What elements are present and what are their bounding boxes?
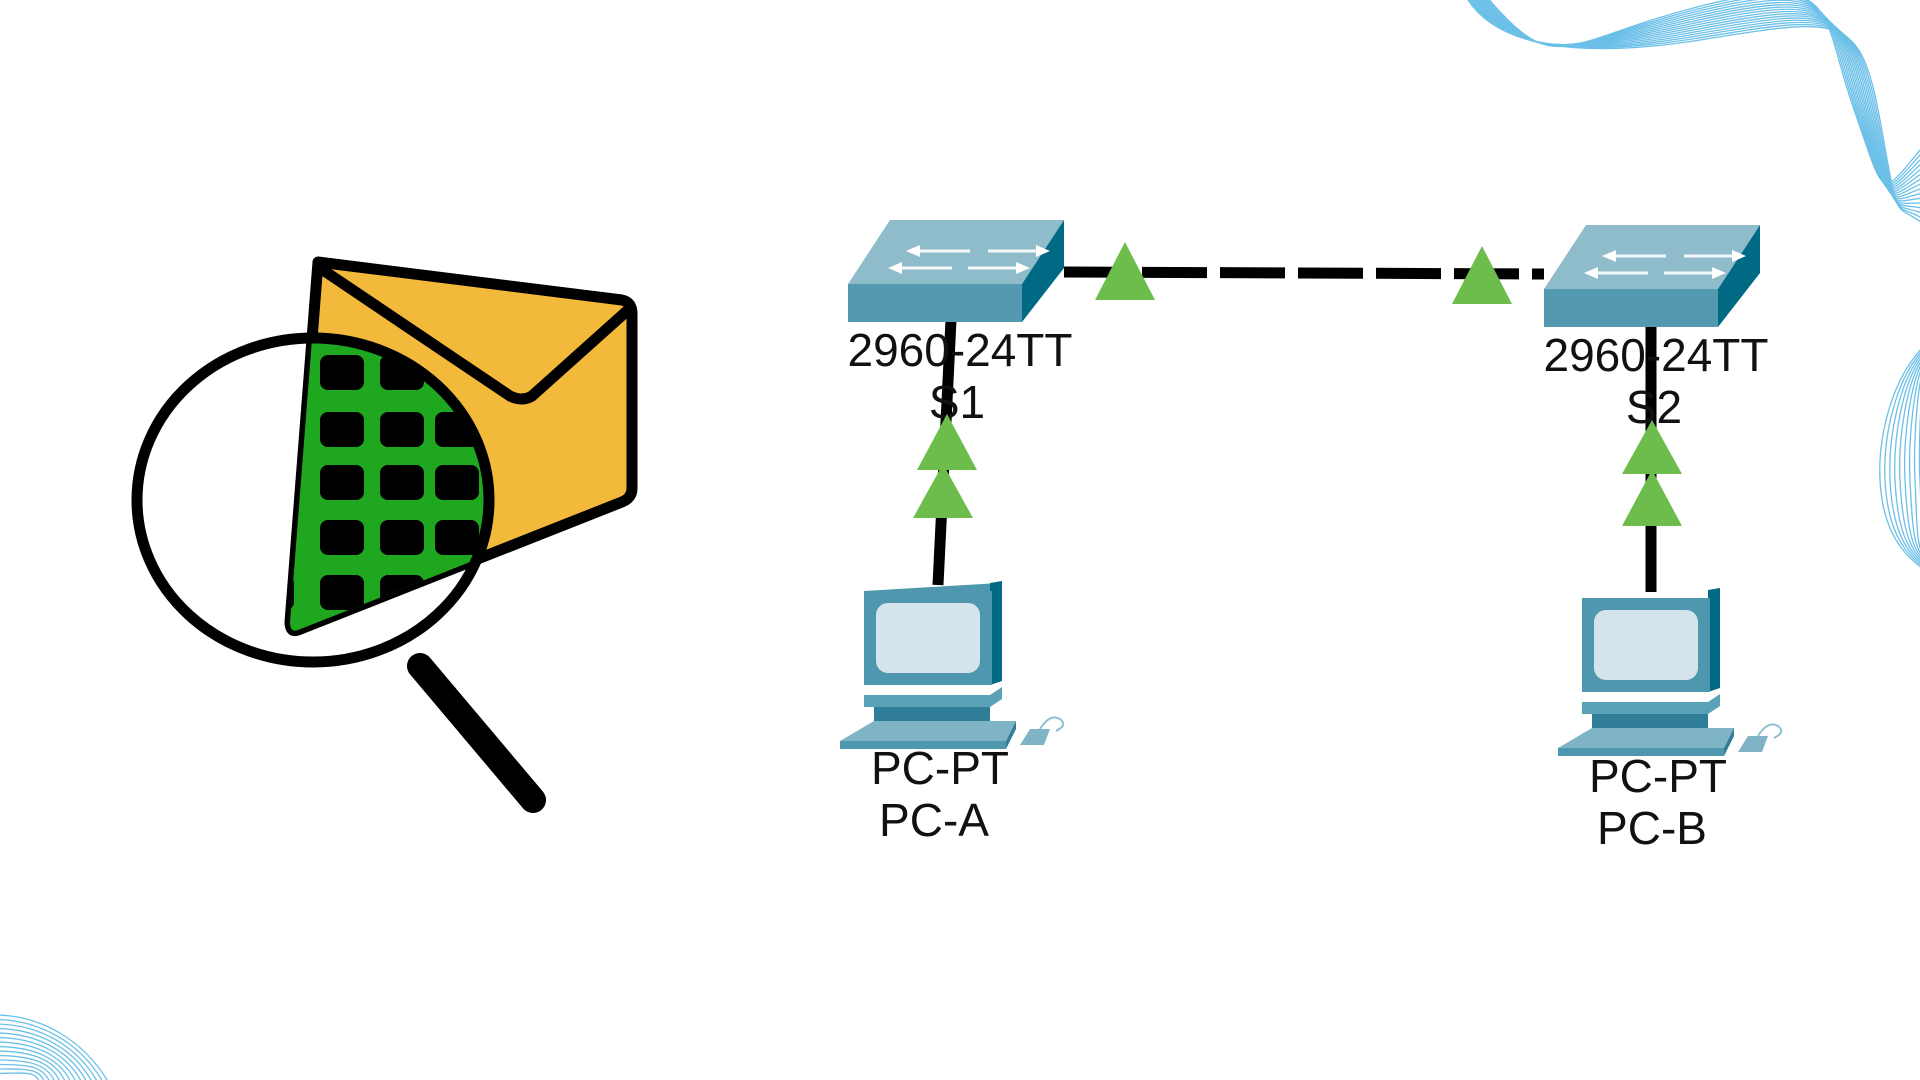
- grid-cell: [320, 412, 364, 447]
- decorative-wave-line: [0, 1023, 98, 1080]
- pc-b-name-label: PC-B: [1597, 802, 1707, 854]
- decorative-wave-line: [1909, 370, 1920, 554]
- link-s1-s2[interactable]: [1063, 266, 1545, 280]
- decorative-wave-bottom-left: [0, 1014, 108, 1080]
- decorative-wave-line: [0, 1045, 71, 1080]
- decorative-wave-line: [0, 1014, 108, 1080]
- link-status-up-icon: [1452, 246, 1512, 304]
- pc-b-model-label: PC-PT: [1589, 750, 1727, 802]
- decorative-wave-line: [1879, 349, 1920, 568]
- grid-cell: [320, 355, 364, 390]
- grid-cell: [435, 520, 479, 555]
- decorative-wave-right: [1879, 349, 1920, 568]
- link-status-up-icon: [1622, 470, 1682, 526]
- grid-cell: [290, 412, 294, 447]
- envelope-flap: [314, 262, 634, 405]
- s2-model-label: 2960-24TT: [1543, 329, 1768, 381]
- decorative-wave-line: [0, 1028, 92, 1080]
- link-status-up-icon: [917, 414, 977, 470]
- pc-b[interactable]: [1558, 588, 1783, 756]
- grid-cell: [380, 520, 424, 555]
- pc-a-model-label: PC-PT: [871, 742, 1009, 794]
- decorative-wave-line: [1468, 0, 1920, 218]
- link-status-up-icon: [913, 464, 973, 518]
- decorative-wave-line: [0, 1072, 40, 1080]
- decorative-wave-line: [0, 1054, 60, 1080]
- decorative-wave-line: [0, 1068, 45, 1080]
- decorative-wave-line: [1467, 0, 1920, 223]
- switch-s2[interactable]: [1544, 225, 1760, 327]
- switch-s1[interactable]: [848, 220, 1064, 322]
- pc-a-name-label: PC-A: [879, 794, 989, 846]
- grid-cell: [320, 575, 364, 610]
- s1-model-label: 2960-24TT: [847, 324, 1072, 376]
- email-inspection-icon: [131, 256, 638, 813]
- decorative-wave-line: [0, 1019, 103, 1080]
- grid-cell: [320, 465, 364, 500]
- decorative-wave-line: [0, 1037, 81, 1080]
- decorative-wave-top-right: [1467, 0, 1920, 223]
- decorative-wave-line: [1899, 361, 1920, 559]
- decorative-wave-line: [0, 1050, 66, 1080]
- s1-name-label: S1: [929, 376, 985, 428]
- decorative-wave-line: [1488, 0, 1920, 184]
- grid-cell: [380, 412, 424, 447]
- magnifier-handle: [407, 653, 546, 813]
- decorative-wave-line: [1894, 358, 1920, 561]
- decorative-wave-line: [0, 1041, 76, 1080]
- pc-a[interactable]: [840, 581, 1065, 749]
- decorative-wave-line: [1884, 352, 1920, 566]
- decorative-wave-line: [0, 1032, 87, 1080]
- decorative-wave-line: [0, 1059, 55, 1080]
- grid-cell: [320, 520, 364, 555]
- decorative-wave-line: [1889, 355, 1920, 564]
- grid-cell: [435, 465, 479, 500]
- magnifier-lens: [131, 332, 495, 668]
- grid-cell: [290, 355, 294, 390]
- decorative-wave-line: [1904, 365, 1920, 557]
- grid-cell: [290, 465, 294, 500]
- grid-cell: [380, 465, 424, 500]
- grid-cell: [290, 520, 294, 555]
- link-status-up-icon: [1622, 420, 1682, 474]
- link-status-up-icon: [1095, 242, 1155, 300]
